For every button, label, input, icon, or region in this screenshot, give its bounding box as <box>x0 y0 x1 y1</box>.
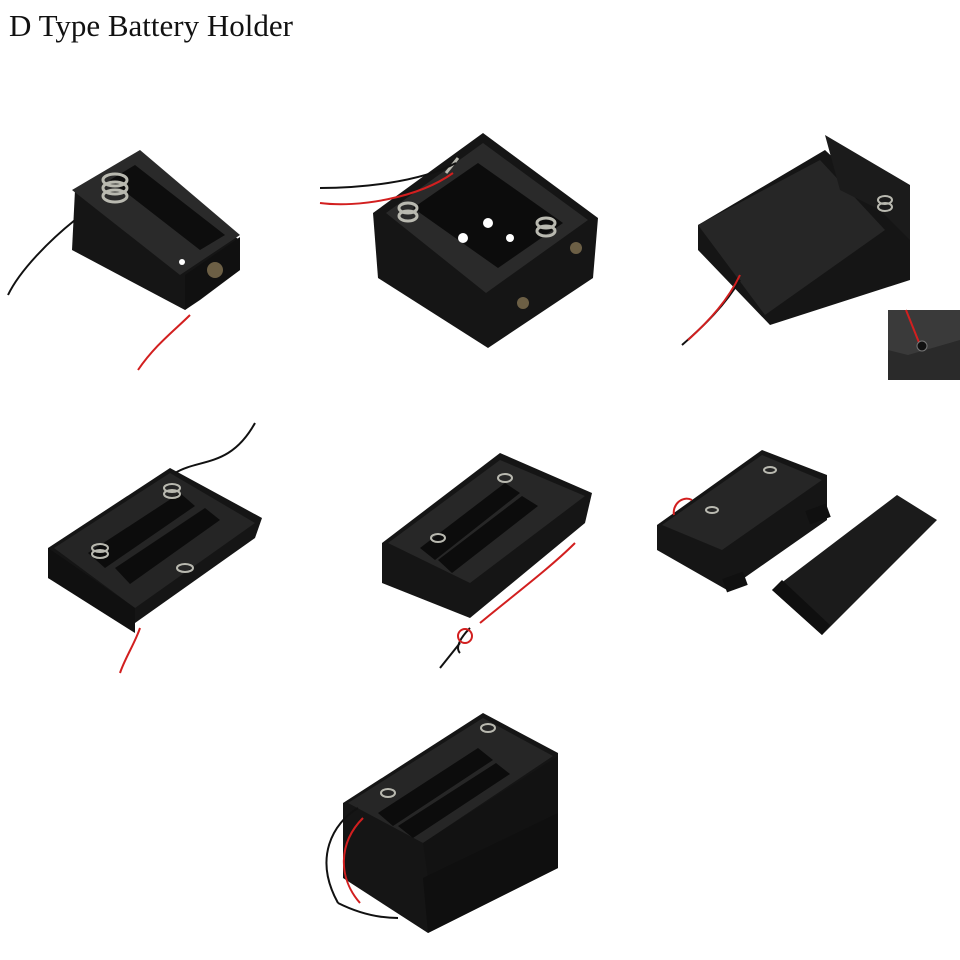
battery-holder-2cell-covered-image <box>680 130 920 360</box>
battery-holder-8cell-image <box>318 708 568 938</box>
battery-holder-inset-image <box>888 309 960 380</box>
page-title: D Type Battery Holder <box>9 8 293 43</box>
battery-holder-1cell-image <box>0 140 250 380</box>
battery-holder-4cell-covered-image <box>652 445 942 645</box>
battery-holder-3cell-image <box>40 418 270 678</box>
battery-holder-4cell-image <box>380 448 595 678</box>
battery-holder-2cell-image <box>318 128 608 358</box>
